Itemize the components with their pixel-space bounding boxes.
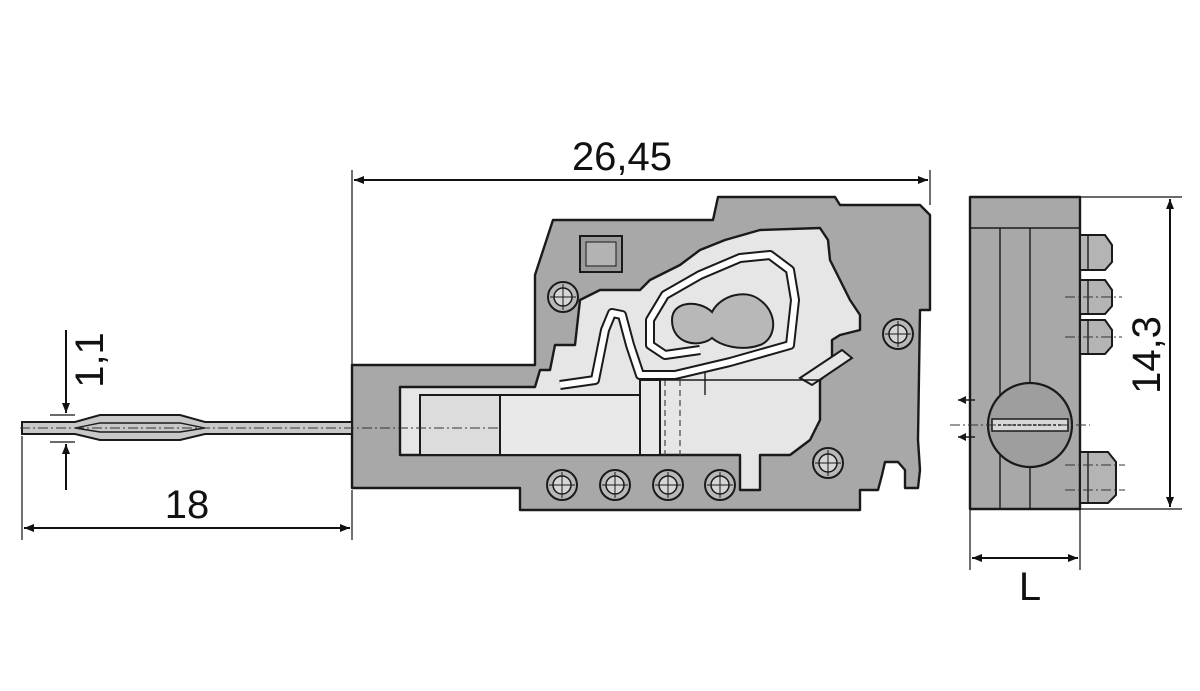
mounting-hole [652, 469, 684, 501]
contact-stud [1065, 451, 1125, 504]
mounting-hole [882, 318, 914, 350]
dimension-overall-length: 26,45 [351, 135, 931, 365]
contact-stud [1065, 319, 1122, 355]
contact-stud [1079, 234, 1113, 271]
side-view [20, 195, 932, 512]
mounting-hole [599, 469, 631, 501]
mounting-hole [812, 447, 844, 479]
dimension-height: 14,3 [1080, 196, 1182, 510]
label-lead-length: 18 [165, 483, 210, 527]
spring-lever [798, 348, 854, 387]
label-height: 14,3 [1125, 316, 1169, 394]
contact-stud [1065, 279, 1122, 315]
front-view [950, 195, 1125, 511]
mounting-hole [704, 469, 736, 501]
conductor-entry [419, 394, 513, 456]
spring-opening [670, 293, 775, 349]
mounting-hole [547, 281, 579, 313]
dimension-lead-thickness: 1,1 [50, 330, 112, 490]
busbar [499, 394, 641, 456]
mounting-hole [546, 469, 578, 501]
label-lead-thickness: 1,1 [68, 332, 112, 388]
dimension-width: L [969, 509, 1081, 609]
label-overall-length: 26,45 [572, 135, 672, 179]
label-width: L [1019, 565, 1041, 609]
dimension-lead-length: 18 [21, 436, 353, 540]
